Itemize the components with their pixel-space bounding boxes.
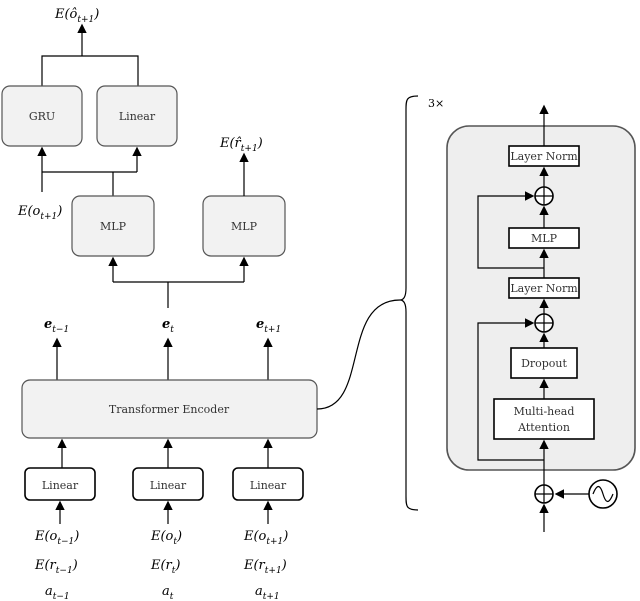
output-rew-label: E(r̂t+1) xyxy=(219,136,263,154)
input-obs-1: E(ot−1) xyxy=(34,529,79,547)
layer-norm-top-box xyxy=(508,145,580,167)
input-act-2: at xyxy=(162,584,174,601)
multihead-attention-box xyxy=(493,398,595,440)
layer-norm-top-label: Layer Norm xyxy=(510,150,578,163)
linear-in-2-label: Linear xyxy=(150,479,187,492)
gru-box xyxy=(1,85,83,147)
e-prev-label: et−1 xyxy=(44,317,69,335)
multihead-line1: Multi-head xyxy=(514,405,575,418)
mlp-block-label: MLP xyxy=(531,232,558,245)
multihead-line2: Attention xyxy=(517,421,570,434)
gru-input-label: E(ot+1) xyxy=(17,204,62,222)
layer-norm-mid-box xyxy=(508,277,580,299)
linear-in-1-label: Linear xyxy=(42,479,79,492)
input-rew-3: E(rt+1) xyxy=(243,558,287,576)
mlp-left-label: MLP xyxy=(100,220,127,233)
linear-in-3-box xyxy=(232,467,304,501)
transformer-encoder-label: Transformer Encoder xyxy=(109,403,230,416)
mlp-right-label: MLP xyxy=(231,220,258,233)
input-obs-3: E(ot+1) xyxy=(243,529,288,547)
e-next-label: et+1 xyxy=(256,317,281,335)
mlp-left-box xyxy=(71,195,155,257)
dropout-box xyxy=(510,347,578,379)
input-act-3: at+1 xyxy=(255,584,280,601)
linear-in-1-box xyxy=(24,467,96,501)
linear-top-label: Linear xyxy=(119,110,156,123)
input-obs-2: E(ot) xyxy=(150,529,182,547)
zoom-connector xyxy=(316,299,401,410)
input-act-1: at−1 xyxy=(45,584,70,601)
layer-norm-mid-label: Layer Norm xyxy=(510,282,578,295)
input-rew-2: E(rt) xyxy=(150,558,180,576)
repeat-label: 3× xyxy=(428,97,444,110)
gru-label: GRU xyxy=(29,110,55,123)
mlp-block-box xyxy=(508,227,580,249)
output-obs-label: E(ôt+1) xyxy=(54,7,99,25)
curly-brace xyxy=(399,95,419,511)
linear-top-box xyxy=(96,85,178,147)
linear-in-2-box xyxy=(132,467,204,501)
input-rew-1: E(rt−1) xyxy=(34,558,78,576)
linear-in-3-label: Linear xyxy=(250,479,287,492)
dropout-label: Dropout xyxy=(521,357,567,370)
e-cur-label: et xyxy=(162,317,174,335)
